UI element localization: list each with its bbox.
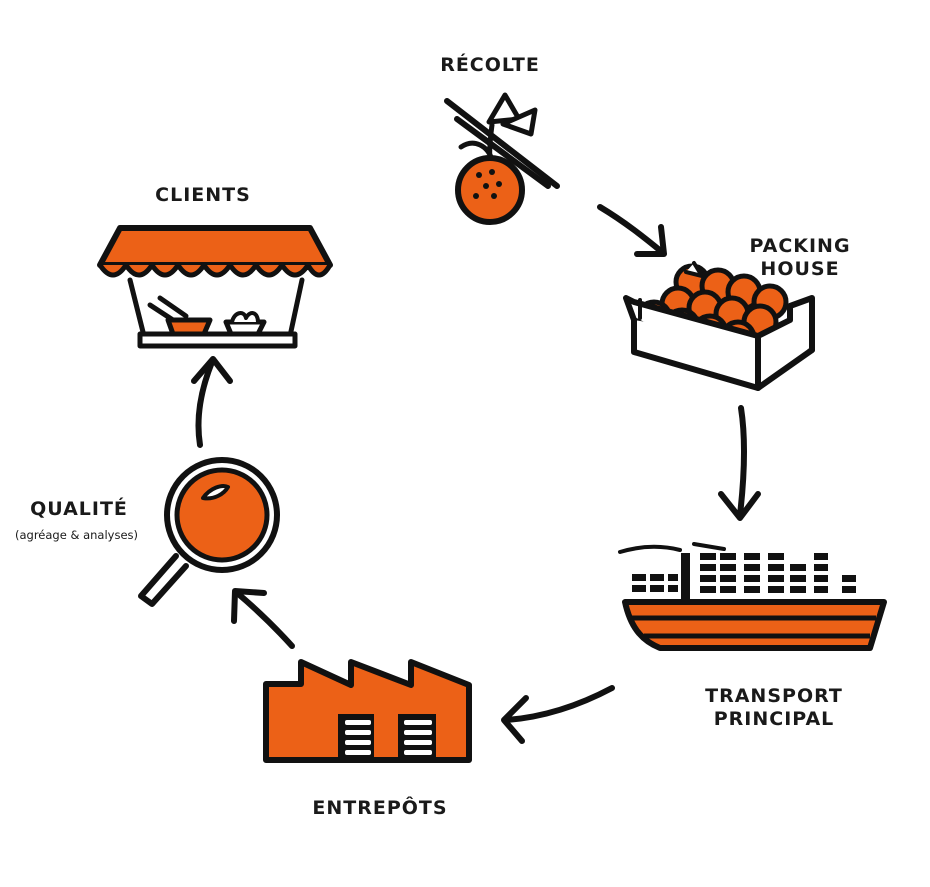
label-qualite: QUALITÉ (30, 498, 128, 520)
arrow-transport-to-entrepots (501, 685, 615, 744)
label-transport-line1: TRANSPORT (705, 685, 843, 707)
orange-branch-icon (444, 92, 560, 225)
arrow-entrepots-to-qualite (231, 588, 295, 649)
label-transport-principal: TRANSPORT PRINCIPAL (684, 685, 864, 731)
label-recolte: RÉCOLTE (440, 54, 540, 76)
label-qualite-sub: (agréage & analyses) (15, 528, 139, 542)
label-entrepots: ENTREPÔTS (312, 797, 448, 819)
label-packing-line1: PACKING (749, 235, 851, 257)
magnifier-icon (138, 457, 280, 607)
crate-icon (623, 261, 815, 391)
label-packing-house: PACKING HOUSE (735, 235, 865, 281)
label-transport-line2: PRINCIPAL (713, 708, 835, 730)
arrow-qualite-to-clients (191, 356, 233, 448)
arrow-recolte-to-packing (597, 204, 667, 257)
factory-icon (263, 659, 472, 763)
arrow-packing-to-transport (718, 405, 761, 521)
label-packing-line2: HOUSE (760, 258, 840, 280)
label-clients: CLIENTS (155, 184, 251, 206)
market-stall-icon (97, 225, 333, 349)
cargo-ship-icon (618, 542, 887, 651)
